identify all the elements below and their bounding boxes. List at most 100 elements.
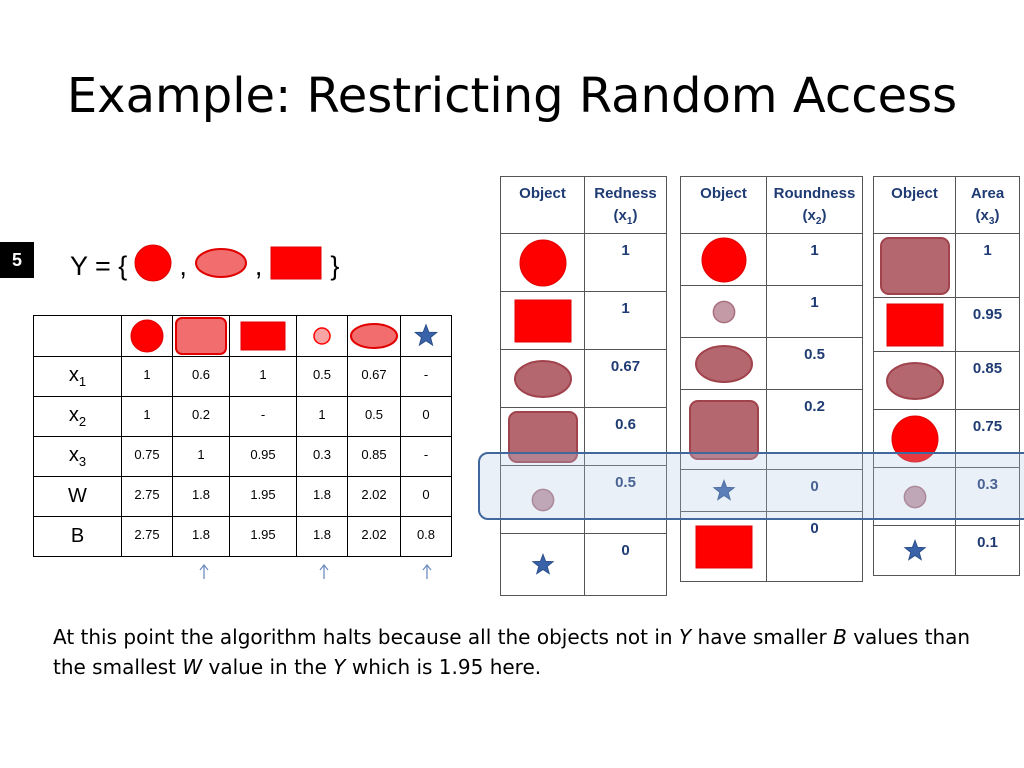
score-cell: 2.02 [347, 516, 401, 557]
score-cell: 0.75 [121, 436, 173, 477]
red-rectangle-icon [680, 511, 767, 582]
faded-small-circle-icon [873, 467, 956, 526]
ellipse-icon [348, 318, 400, 354]
score-cell: 0 [400, 396, 452, 437]
red-rectangle-icon [873, 297, 956, 352]
score-cell: 0.5 [347, 396, 401, 437]
list-value: 0.6 [584, 407, 667, 466]
caption-text: which is 1.95 here. [345, 655, 542, 679]
small-circle-icon [302, 318, 342, 354]
score-cell: 0.95 [229, 436, 297, 477]
arrow-up-icon [199, 564, 209, 579]
score-row-label: B [33, 516, 122, 557]
object-header-blue-star [400, 315, 452, 357]
list-row: 0.2 [680, 389, 863, 470]
list-row: 0 [680, 511, 863, 582]
slide-title: Example: Restricting Random Access [66, 68, 958, 124]
list-value: 1 [766, 285, 863, 338]
list-header-object: Object [873, 176, 956, 234]
list-value: 1 [955, 233, 1020, 298]
list-value: 1 [766, 233, 863, 286]
list-value: 0.5 [766, 337, 863, 390]
score-table-corner-cell [33, 315, 122, 357]
list-row: 1 [500, 233, 667, 292]
score-cell: 0 [400, 476, 452, 517]
object-header-red-circle [121, 315, 173, 357]
score-cell: 1 [121, 356, 173, 397]
list-header-object: Object [500, 176, 585, 234]
list-header-attribute: Redness(x1) [584, 176, 667, 234]
object-header-pink-rounded-square [172, 315, 230, 357]
score-cell: 1.8 [172, 516, 230, 557]
list-value: 0 [766, 469, 863, 512]
caption-text: have smaller [691, 625, 834, 649]
caption-w: W [182, 655, 203, 679]
score-cell: 0.6 [172, 356, 230, 397]
list-header-object: Object [680, 176, 767, 234]
score-cell: 0.67 [347, 356, 401, 397]
red-circle-icon [500, 233, 585, 292]
faded-ellipse-icon [680, 337, 767, 390]
caption-y: Y [678, 625, 692, 649]
score-cell: - [229, 396, 297, 437]
arrow-up-icon [422, 564, 432, 579]
blue-star-icon [873, 525, 956, 576]
y-set: Y = { , , } [70, 244, 339, 288]
score-cell: - [400, 436, 452, 477]
rectangle-icon [238, 318, 288, 354]
red-circle-icon [127, 318, 167, 354]
score-cell: 0.3 [296, 436, 348, 477]
score-cell: 0.5 [296, 356, 348, 397]
rounded-square-icon [173, 316, 229, 356]
score-cell: 1 [172, 436, 230, 477]
star-icon [406, 318, 446, 354]
score-cell: 0.8 [400, 516, 452, 557]
list-row: 0.5 [500, 465, 667, 534]
list-value: 1 [584, 291, 667, 350]
score-cell: 1 [296, 396, 348, 437]
list-value: 0 [584, 533, 667, 596]
halting-highlight-band [478, 452, 1024, 520]
y-set-prefix: Y = { [70, 250, 128, 281]
list-value: 1 [584, 233, 667, 292]
list-value: 0.67 [584, 349, 667, 408]
score-row-label: x3 [33, 436, 122, 477]
list-row: 0.75 [873, 409, 1020, 468]
score-cell: 0.2 [172, 396, 230, 437]
slide-number-badge: 5 [0, 242, 34, 278]
score-cell: 1 [121, 396, 173, 437]
list-row: 1 [680, 285, 863, 338]
caption-text: values than the smallest [53, 625, 971, 679]
list-row: 0.67 [500, 349, 667, 408]
score-cell: 1.95 [229, 476, 297, 517]
list-row: 1 [873, 233, 1020, 298]
score-cell: 1 [229, 356, 297, 397]
score-cell: - [400, 356, 452, 397]
caption-y: Y [333, 655, 346, 679]
list-header-attribute: Area(x3) [955, 176, 1020, 234]
y-set-red-rectangle [268, 243, 324, 290]
list-row: 1 [500, 291, 667, 350]
blue-star-icon [500, 533, 585, 596]
list-row: 0.85 [873, 351, 1020, 410]
faded-rounded-square-icon [500, 407, 585, 466]
list-value: 0.3 [955, 467, 1020, 526]
list-header-attribute: Roundness(x2) [766, 176, 863, 234]
score-table-header-row [33, 315, 452, 357]
list-row: 0 [500, 533, 667, 596]
score-cell: 0.85 [347, 436, 401, 477]
faded-ellipse-icon [500, 349, 585, 408]
red-circle-icon [680, 233, 767, 286]
